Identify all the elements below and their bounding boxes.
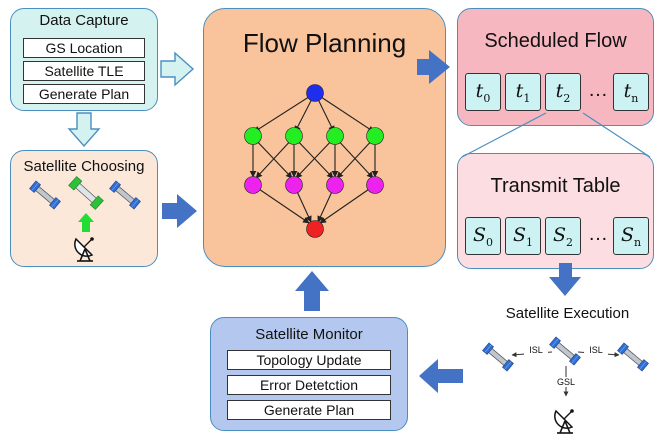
ground-station-icon — [554, 408, 575, 434]
flow-planning-box — [203, 8, 446, 267]
transmit-cell-s0: S0 — [465, 217, 501, 255]
satellite-icon — [109, 180, 141, 210]
block-arrow-icon — [295, 271, 329, 311]
graph-node-layer1 — [326, 127, 344, 145]
up-arrow-icon — [78, 213, 94, 232]
satellite-icon — [617, 342, 649, 372]
block-arrow-icon — [549, 263, 581, 296]
schedule-ellipsis: … — [588, 79, 608, 101]
generate-plan-item: Generate Plan — [23, 84, 145, 104]
generate-plan-monitor-item: Generate Plan — [227, 400, 391, 420]
transmit-ellipsis: … — [588, 223, 608, 245]
gs-location-item: GS Location — [23, 38, 145, 58]
transmit-cell-s2: S2 — [545, 217, 581, 255]
graph-node-layer2 — [366, 176, 384, 194]
schedule-cell-t1: t1 — [505, 73, 541, 111]
ground-station-icon — [74, 236, 95, 262]
topology-update-item: Topology Update — [227, 350, 391, 370]
flow-planning-title: Flow Planning — [242, 28, 407, 58]
graph-node-sink — [306, 220, 324, 238]
graph-node-layer1 — [366, 127, 384, 145]
block-arrow-icon — [417, 50, 450, 84]
data-capture-title: Data Capture — [39, 12, 129, 29]
graph-node-layer1 — [285, 127, 303, 145]
error-detection-item: Error Detetction — [227, 375, 391, 395]
satellite-choosing-title: Satellite Choosing — [23, 158, 145, 175]
block-arrow-icon — [162, 194, 197, 228]
flow-graph — [249, 92, 379, 224]
graph-node-layer1 — [244, 127, 262, 145]
satellite-icon — [482, 342, 514, 372]
graph-node-source — [306, 84, 324, 102]
graph-node-layer2 — [244, 176, 262, 194]
hollow-arrow-icon — [160, 51, 195, 87]
transmit-table-title: Transmit Table — [490, 175, 621, 197]
gsl-label: GSL — [553, 377, 579, 387]
hollow-arrow-icon — [67, 112, 101, 148]
schedule-cell-t0: t0 — [465, 73, 501, 111]
isl-left-label: ISL — [524, 345, 548, 355]
transmit-cell-sn: Sn — [613, 217, 649, 255]
scheduled-flow-title: Scheduled Flow — [484, 30, 627, 52]
satellite-icon — [68, 176, 104, 210]
graph-node-layer2 — [326, 176, 344, 194]
schedule-cell-t2: t2 — [545, 73, 581, 111]
satellite-execution-title: Satellite Execution — [505, 305, 630, 322]
satellite-icon — [29, 180, 61, 210]
block-arrow-icon — [419, 359, 463, 393]
satellite-tle-item: Satellite TLE — [23, 61, 145, 81]
schedule-cell-tn: tn — [613, 73, 649, 111]
isl-right-label: ISL — [584, 345, 608, 355]
transmit-cell-s1: S1 — [505, 217, 541, 255]
satellite-icon — [549, 336, 581, 366]
graph-node-layer2 — [285, 176, 303, 194]
satellite-monitor-title: Satellite Monitor — [255, 326, 363, 343]
